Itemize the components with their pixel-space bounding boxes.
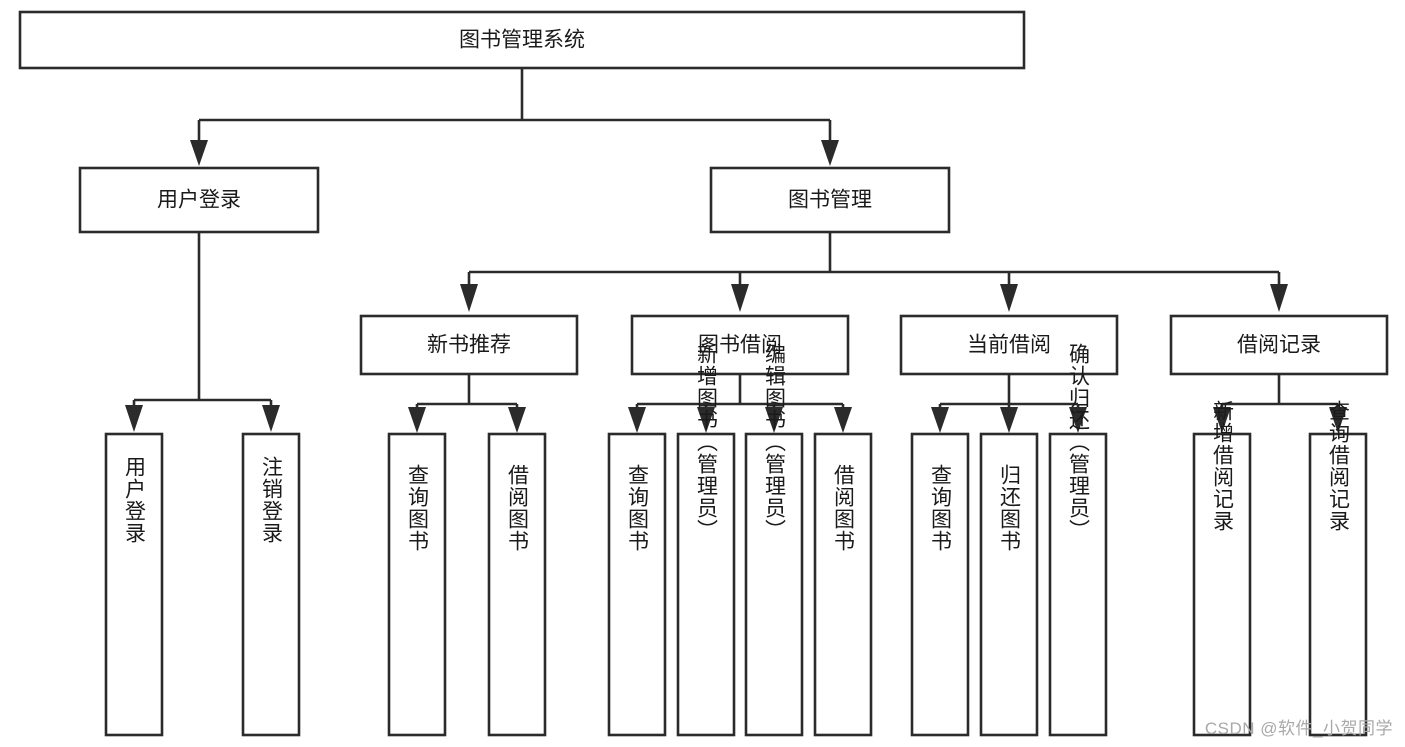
node-new-book-rec-label: 新书推荐 [427, 334, 511, 357]
node-leaf-query-record[interactable]: 查询借阅记录 [1308, 400, 1368, 737]
node-leaf-query-book-2-label: 查询图书 [626, 464, 650, 552]
node-new-book-rec-box[interactable] [359, 314, 579, 376]
node-leaf-user-logout-label: 注销登录 [260, 456, 284, 544]
arrowhead-leaf-confirm-return [1069, 407, 1087, 433]
node-leaf-confirm-return-label: 确认归还（管理员） [1067, 343, 1091, 541]
node-leaf-borrow-book-2-label: 借阅图书 [832, 464, 856, 552]
node-leaf-add-book-label: 新增图书（管理员） [695, 343, 719, 541]
node-user-login-label: 用户登录 [157, 189, 241, 212]
node-borrow-record-label: 借阅记录 [1237, 334, 1321, 357]
node-borrow-record-box[interactable] [1169, 314, 1389, 376]
node-leaf-query-book-2[interactable]: 查询图书 [607, 432, 667, 737]
node-leaf-borrow-book-2[interactable]: 借阅图书 [813, 432, 873, 737]
arrowhead-leaf-query-record [1329, 407, 1347, 433]
node-leaf-user-login-label: 用户登录 [123, 456, 147, 544]
node-leaf-query-book-1-box[interactable] [387, 432, 447, 737]
node-leaf-confirm-return-box[interactable] [1048, 432, 1108, 737]
node-book-manage-box[interactable] [709, 166, 951, 234]
node-leaf-edit-book[interactable]: 编辑图书（管理员） [744, 343, 804, 737]
arrowhead-leaf-user-logout [262, 405, 280, 432]
node-root[interactable]: 图书管理系统 [18, 10, 1026, 70]
node-book-borrow-label: 图书借阅 [698, 334, 782, 357]
node-leaf-add-record-label: 新增借阅记录 [1211, 400, 1235, 532]
connector-group-user-login [125, 232, 280, 432]
node-leaf-user-login[interactable]: 用户登录 [104, 432, 164, 737]
node-leaf-query-book-3[interactable]: 查询图书 [910, 432, 970, 737]
arrowhead-new-book-rec [460, 284, 478, 312]
arrowhead-user-login [190, 140, 208, 166]
node-leaf-user-logout-box[interactable] [241, 432, 301, 737]
arrowhead-leaf-edit-book [765, 407, 783, 433]
node-leaf-query-book-1-label: 查询图书 [406, 464, 430, 552]
node-leaf-query-book-3-box[interactable] [910, 432, 970, 737]
arrowhead-book-manage [821, 140, 839, 166]
arrowhead-current-borrow [1000, 284, 1018, 312]
arrowhead-book-borrow [731, 284, 749, 312]
connector-group-current-borrow [931, 374, 1087, 433]
connector-group-new-book-rec [408, 374, 526, 433]
node-leaf-borrow-book-1-box[interactable] [487, 432, 547, 737]
node-leaf-add-record-box[interactable] [1192, 432, 1252, 737]
connector-group-root [190, 68, 839, 166]
node-new-book-rec[interactable]: 新书推荐 [359, 314, 579, 376]
node-leaf-add-record[interactable]: 新增借阅记录 [1192, 400, 1252, 737]
arrowhead-leaf-borrow-book-2 [834, 407, 852, 433]
node-book-borrow-box[interactable] [630, 314, 850, 376]
arrowhead-leaf-borrow-book-1 [508, 407, 526, 433]
node-leaf-return-book[interactable]: 归还图书 [979, 432, 1039, 737]
node-leaf-return-book-label: 归还图书 [998, 464, 1022, 552]
node-user-login-box[interactable] [78, 166, 320, 234]
node-leaf-borrow-book-1[interactable]: 借阅图书 [487, 432, 547, 737]
node-book-borrow[interactable]: 图书借阅 [630, 314, 850, 376]
arrowhead-leaf-query-book-2 [628, 407, 646, 433]
node-current-borrow[interactable]: 当前借阅 [899, 314, 1119, 376]
node-borrow-record[interactable]: 借阅记录 [1169, 314, 1389, 376]
node-leaf-edit-book-box[interactable] [744, 432, 804, 737]
connector-group-book-borrow [628, 374, 852, 433]
node-leaf-add-book[interactable]: 新增图书（管理员） [676, 343, 736, 737]
node-current-borrow-box[interactable] [899, 314, 1119, 376]
node-leaf-query-book-3-label: 查询图书 [929, 464, 953, 552]
node-leaf-borrow-book-1-label: 借阅图书 [506, 464, 530, 552]
node-root-label: 图书管理系统 [459, 29, 585, 52]
node-current-borrow-label: 当前借阅 [967, 334, 1051, 357]
node-leaf-user-logout[interactable]: 注销登录 [241, 432, 301, 737]
node-leaf-user-login-box[interactable] [104, 432, 164, 737]
node-leaf-add-book-box[interactable] [676, 432, 736, 737]
node-user-login[interactable]: 用户登录 [78, 166, 320, 234]
node-leaf-edit-book-label: 编辑图书（管理员） [763, 343, 787, 541]
connector-group-borrow-record [1213, 374, 1347, 433]
arrowhead-leaf-return-book [1000, 407, 1018, 433]
arrowhead-leaf-add-book [697, 407, 715, 433]
node-book-manage[interactable]: 图书管理 [709, 166, 951, 234]
arrowhead-leaf-query-book-1 [408, 407, 426, 433]
node-leaf-return-book-box[interactable] [979, 432, 1039, 737]
node-book-manage-label: 图书管理 [788, 189, 872, 212]
node-root-box[interactable] [18, 10, 1026, 70]
node-leaf-query-record-box[interactable] [1308, 432, 1368, 737]
node-leaf-borrow-book-2-box[interactable] [813, 432, 873, 737]
node-leaf-query-book-2-box[interactable] [607, 432, 667, 737]
arrowhead-leaf-add-record [1213, 407, 1231, 433]
arrowhead-leaf-query-book-3 [931, 407, 949, 433]
arrowhead-borrow-record [1270, 284, 1288, 312]
arrowhead-leaf-user-login [125, 405, 143, 432]
node-leaf-query-record-label: 查询借阅记录 [1327, 400, 1351, 532]
connector-group-book-manage [460, 232, 1288, 312]
node-leaf-query-book-1[interactable]: 查询图书 [387, 432, 447, 737]
node-leaf-confirm-return[interactable]: 确认归还（管理员） [1048, 343, 1108, 737]
